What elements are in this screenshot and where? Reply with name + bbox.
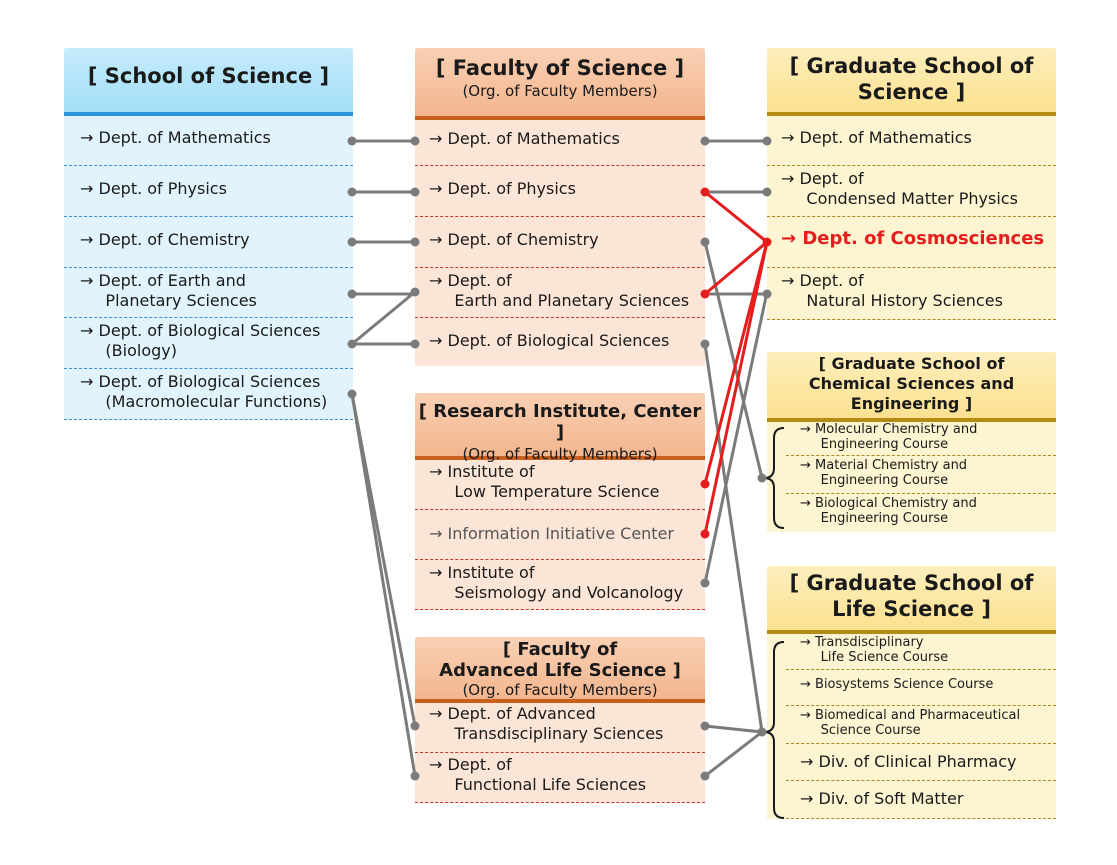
connector-dots (347, 136, 772, 781)
highlight-dot (700, 187, 710, 197)
research-item-information-center: → Information Initiative Center (415, 510, 705, 560)
connector-line (703, 240, 764, 480)
connector-dot (762, 136, 772, 146)
group-brackets (763, 427, 785, 819)
connector-line (350, 392, 417, 778)
advanced-item-transdisciplinary: → Dept. of Advanced Transdisciplinary Sc… (415, 703, 705, 753)
grad-life-item-clinical-pharmacy: → Div. of Clinical Pharmacy (786, 744, 1056, 781)
highlight-line (703, 240, 769, 536)
grad-science-title: [ Graduate School of Science ] (767, 48, 1056, 116)
advanced-life-title: [ Faculty of Advanced Life Science ] (439, 639, 681, 681)
grad-science-item-natural-history: → Dept. of Natural History Sciences (767, 268, 1056, 320)
grad-science-item-mathematics: → Dept. of Mathematics (767, 116, 1056, 166)
connector-dot (410, 721, 420, 731)
connector-dot (347, 389, 357, 399)
connector-line (703, 730, 764, 778)
faculty-of-science-title: [ Faculty of Science ] (435, 56, 685, 80)
school-item-physics: → Dept. of Physics (64, 166, 353, 217)
research-item-low-temperature: → Institute of Low Temperature Science (415, 460, 705, 510)
advanced-item-functional-life: → Dept. of Functional Life Sciences (415, 753, 705, 803)
connector-dot (410, 136, 420, 146)
connector-dot (347, 289, 357, 299)
grad-life-item-biomedical: → Biomedical and Pharmaceutical Science … (786, 706, 1056, 744)
faculty-item-chemistry: → Dept. of Chemistry (415, 217, 705, 268)
advanced-life-subtitle: (Org. of Faculty Members) (462, 681, 658, 699)
connector-line (703, 290, 769, 585)
connector-dot (347, 339, 357, 349)
connector-dot (762, 289, 772, 299)
connector-dot (757, 727, 767, 737)
grad-life-title: [ Graduate School of Life Science ] (767, 566, 1056, 634)
research-institute-title: [ Research Institute, Center ] (418, 401, 702, 443)
faculty-of-science-header: [ Faculty of Science ] (Org. of Faculty … (415, 48, 705, 120)
red-connectors (703, 190, 769, 536)
faculty-of-science-subtitle: (Org. of Faculty Members) (462, 82, 658, 100)
highlight-dot (700, 529, 710, 539)
grad-life-item-soft-matter: → Div. of Soft Matter (786, 781, 1056, 819)
connector-dot (410, 287, 420, 297)
connector-dot (347, 187, 357, 197)
grad-chem-item-molecular: → Molecular Chemistry and Engineering Co… (786, 422, 1056, 456)
grad-chem-item-material: → Material Chemistry and Engineering Cou… (786, 456, 1056, 494)
school-item-biology: → Dept. of Biological Sciences (Biology) (64, 318, 353, 369)
advanced-life-header: [ Faculty of Advanced Life Science ] (Or… (415, 637, 705, 703)
grad-science-item-cosmosciences: → Dept. of Cosmosciences (767, 217, 1056, 268)
school-of-science-title: [ School of Science ] (64, 48, 353, 116)
highlight-line (703, 240, 769, 296)
highlight-dot (762, 237, 772, 247)
connector-dot (410, 187, 420, 197)
grad-chem-title: [ Graduate School of Chemical Sciences a… (767, 352, 1056, 422)
life-bracket (763, 641, 785, 819)
research-item-seismology: → Institute of Seismology and Volcanolog… (415, 560, 705, 610)
connector-line (350, 290, 417, 346)
connector-dot (762, 187, 772, 197)
grad-chem-item-biological: → Biological Chemistry and Engineering C… (800, 496, 977, 526)
grad-life-item-biosystems: → Biosystems Science Course (786, 670, 1056, 706)
connector-dot (410, 771, 420, 781)
faculty-item-physics: → Dept. of Physics (415, 166, 705, 217)
connector-dot (700, 136, 710, 146)
connector-dot (347, 136, 357, 146)
faculty-item-mathematics: → Dept. of Mathematics (415, 120, 705, 166)
highlight-dot (700, 289, 710, 299)
connector-line (703, 342, 764, 734)
school-item-mathematics: → Dept. of Mathematics (64, 116, 353, 166)
faculty-item-earth-planetary: → Dept. of Earth and Planetary Sciences (415, 268, 705, 318)
research-institute-subtitle: (Org. of Faculty Members) (462, 445, 658, 463)
connector-dot (410, 237, 420, 247)
research-institute-header: [ Research Institute, Center ] (Org. of … (415, 393, 705, 463)
grad-science-item-condensed-matter: → Dept. of Condensed Matter Physics (767, 166, 1056, 217)
faculty-item-biological: → Dept. of Biological Sciences (429, 331, 670, 350)
chem-bracket (763, 427, 785, 529)
connector-dot (700, 771, 710, 781)
connector-dot (757, 473, 767, 483)
school-item-macromolecular: → Dept. of Biological Sciences (Macromol… (64, 369, 353, 420)
connector-dot (410, 339, 420, 349)
connector-dot (700, 237, 710, 247)
school-item-earth-planetary: → Dept. of Earth and Planetary Sciences (64, 268, 353, 318)
grey-connectors (350, 139, 769, 778)
connector-dot (700, 578, 710, 588)
connector-dot (700, 721, 710, 731)
highlight-line (703, 190, 769, 244)
grad-life-item-transdisciplinary: → Transdisciplinary Life Science Course (786, 634, 1056, 670)
connector-dot (347, 237, 357, 247)
connector-dot (700, 339, 710, 349)
school-item-chemistry: → Dept. of Chemistry (64, 217, 353, 268)
connector-line (703, 724, 764, 734)
highlight-dot (700, 479, 710, 489)
highlight-line (703, 240, 769, 486)
